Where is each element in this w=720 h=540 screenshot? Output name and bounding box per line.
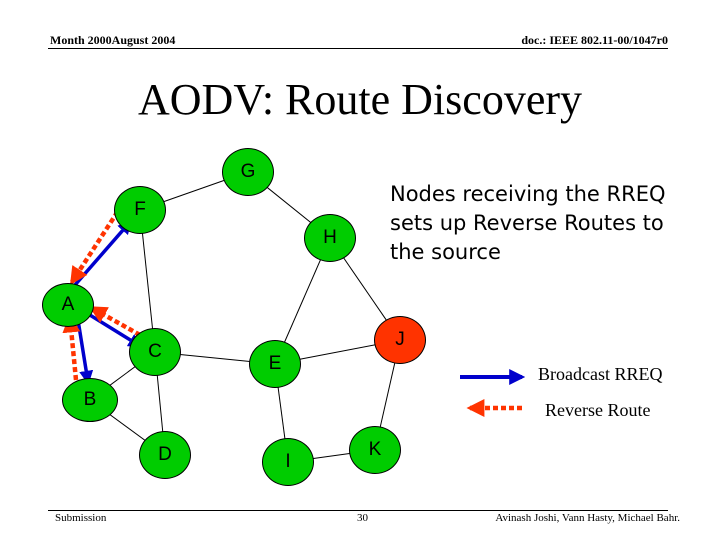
footer-rule (48, 510, 668, 511)
node-j: J (374, 316, 426, 364)
annotation-text: Nodes receiving the RREQ sets up Reverse… (390, 182, 666, 264)
footer-right: Avinash Joshi, Vann Hasty, Michael Bahr. (495, 512, 680, 524)
node-b: B (62, 378, 118, 422)
node-k: K (349, 426, 401, 474)
legend-broadcast-label: Broadcast RREQ (538, 364, 663, 384)
reverse-arrow-f-a (70, 203, 124, 286)
header-left: Month 2000August 2004 (50, 33, 176, 47)
node-e: E (249, 340, 301, 388)
slide-title: AODV: Route Discovery (138, 75, 582, 124)
rreq-arrow-a-b (76, 319, 94, 385)
node-g: G (222, 148, 274, 196)
node-d: D (139, 431, 191, 479)
header-right: doc.: IEEE 802.11-00/1047r0 (521, 33, 668, 47)
page-number: 30 (357, 512, 368, 524)
node-h: H (304, 214, 356, 262)
node-i: I (262, 438, 314, 486)
reverse-arrow-b-a (62, 314, 81, 381)
header-rule (48, 48, 668, 49)
node-c: C (129, 328, 181, 376)
node-f: F (114, 186, 166, 234)
legend-reverse-label: Reverse Route (545, 400, 651, 420)
footer-left: Submission (55, 512, 107, 524)
node-a: A (42, 283, 94, 327)
reverse-arrow-c-a (88, 306, 142, 337)
